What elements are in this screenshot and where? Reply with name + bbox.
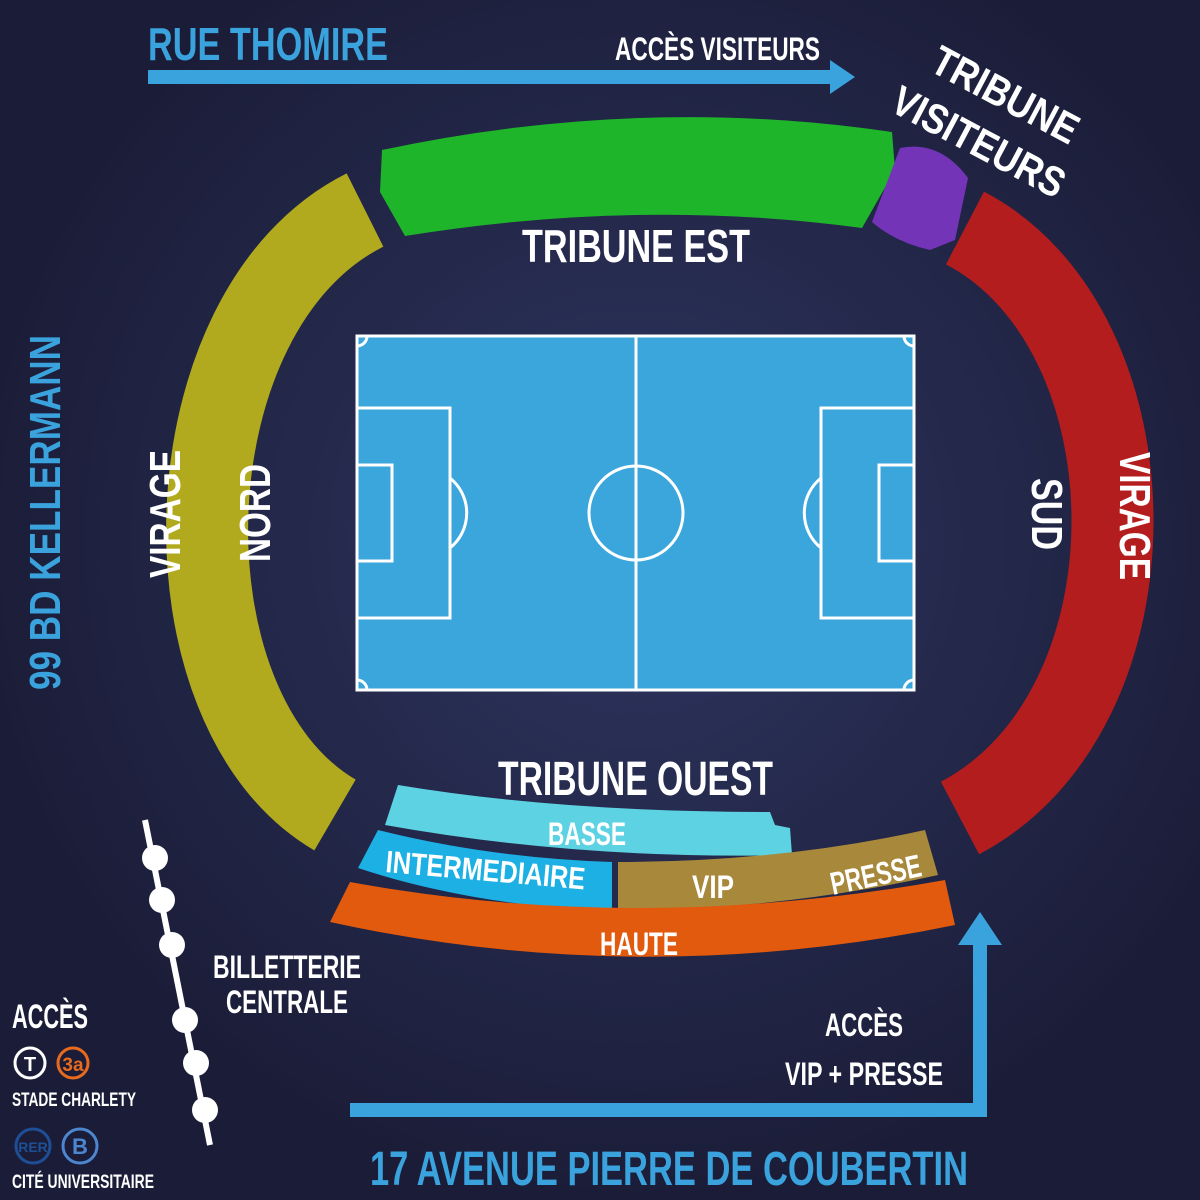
transport-title: ACCÈS [12, 998, 88, 1036]
virage-nord-label-2: NORD [231, 464, 280, 562]
rer-badge: RER [14, 1127, 52, 1165]
virage-sud-label-2: SUD [1022, 478, 1071, 550]
tram-line-3a-badge: 3a [56, 1046, 90, 1080]
street-bd-kellermann: 99 BD KELLERMANN [21, 335, 70, 690]
tribune-est[interactable] [380, 117, 895, 236]
haute-label: HAUTE [600, 926, 678, 962]
vip-label: VIP [692, 869, 734, 905]
billetterie-label-2: CENTRALE [226, 984, 348, 1020]
vip-access-label-1: ACCÈS [825, 1007, 903, 1043]
tribune-ouest-haute[interactable] [330, 880, 955, 957]
virage-nord-label-1: VIRAGE [141, 450, 190, 578]
tribune-ouest-vip-presse[interactable] [618, 830, 938, 912]
tribune-ouest-intermediaire[interactable] [358, 830, 612, 912]
street-rue-thomire: RUE THOMIRE [148, 18, 388, 70]
tribune-ouest-basse[interactable] [385, 785, 792, 856]
basse-label: BASSE [548, 816, 626, 852]
rer-line-b-badge: B [61, 1127, 99, 1165]
tram-badge: T [13, 1046, 47, 1080]
virage-nord[interactable] [166, 173, 385, 851]
rer-stop-label: CITÉ UNIVERSITAIRE [12, 1171, 154, 1193]
svg-text:B: B [72, 1134, 88, 1159]
billetterie-label-1: BILLETTERIE [213, 949, 361, 985]
tribune-ouest-label: TRIBUNE OUEST [498, 753, 773, 806]
tribune-est-label: TRIBUNE EST [522, 220, 750, 272]
vip-access-label-2: VIP + PRESSE [785, 1056, 943, 1092]
tram-stop-label: STADE CHARLETY [12, 1090, 136, 1111]
svg-text:3a: 3a [62, 1055, 84, 1076]
svg-text:T: T [24, 1054, 36, 1076]
virage-sud-label-1: VIRAGE [1110, 452, 1159, 580]
visitor-access-label: ACCÈS VISITEURS [615, 31, 820, 67]
tram-line-route [142, 819, 218, 1146]
virage-sud[interactable] [939, 191, 1154, 855]
street-avenue-coubertin: 17 AVENUE PIERRE DE COUBERTIN [370, 1143, 968, 1196]
svg-text:RER: RER [18, 1139, 48, 1155]
football-pitch [355, 334, 916, 692]
vip-access-arrow [350, 912, 1002, 1117]
tribune-visiteurs[interactable] [872, 146, 968, 250]
visitor-access-arrow [148, 60, 855, 94]
